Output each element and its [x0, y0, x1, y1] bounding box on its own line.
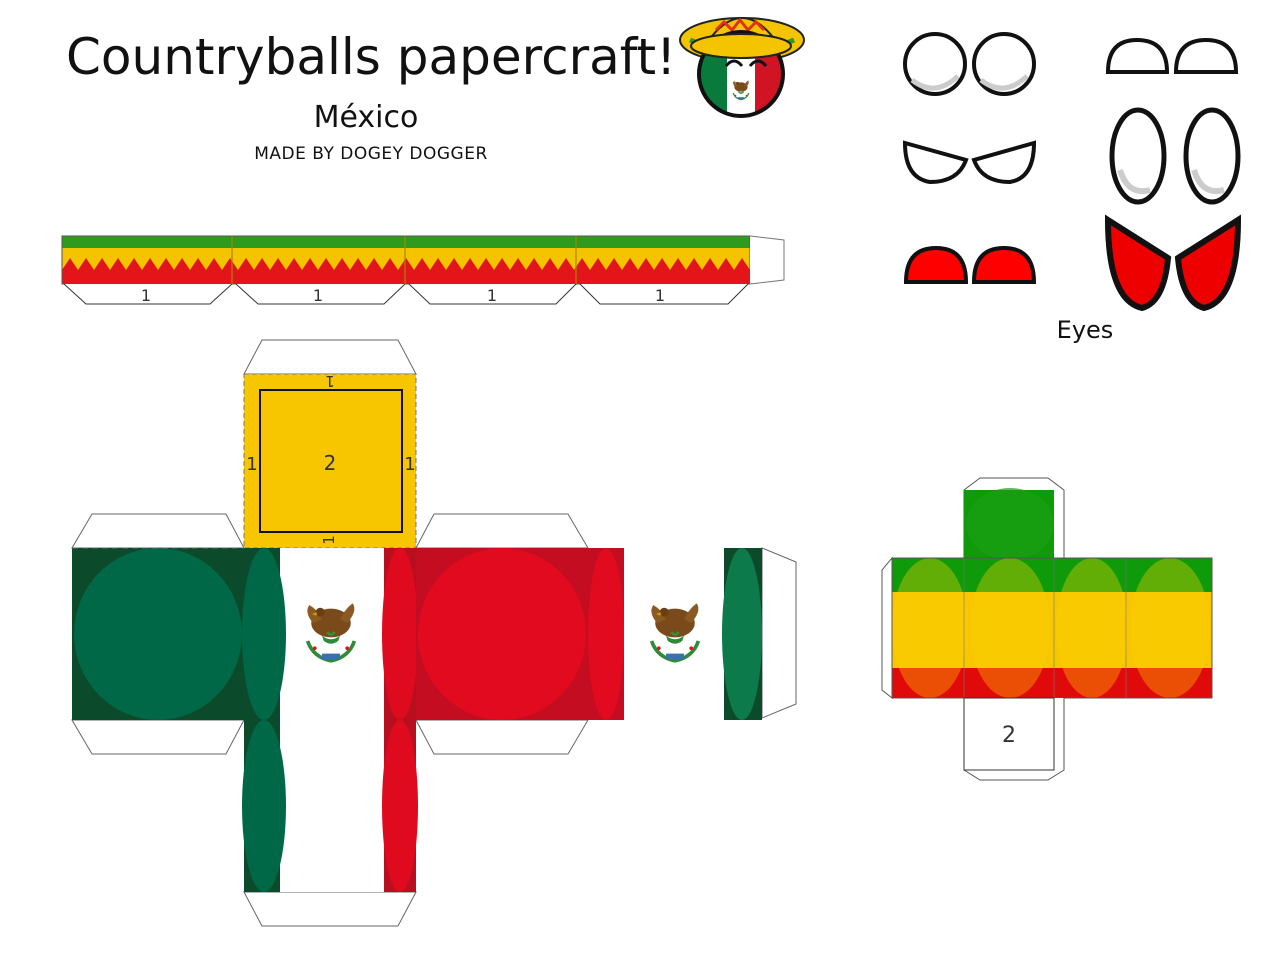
eye-set-oval — [1109, 107, 1241, 205]
credit-line: MADE BY DOGEY DOGGER — [254, 144, 488, 164]
mexico-countryball-icon — [679, 17, 805, 118]
eye-set-red-angry — [1104, 214, 1242, 312]
left-edge-label: 1 — [246, 454, 257, 475]
right-edge-label: 1 — [404, 454, 415, 475]
top-face-label: 2 — [324, 451, 337, 475]
eyes-label: Eyes — [1056, 316, 1114, 344]
small-cube-face-label: 2 — [1002, 723, 1016, 748]
bottom-edge-label: 1 — [320, 535, 338, 545]
eye-set-round — [903, 32, 1036, 96]
hat-cube-net: 2 — [881, 477, 1213, 781]
strip-tab-label: 1 — [141, 286, 151, 305]
country-name: México — [313, 100, 419, 135]
strip-tab-label: 1 — [313, 286, 323, 305]
hat-band-strip: 1 1 1 1 — [61, 235, 785, 305]
eye-set-red-half — [903, 245, 1037, 284]
strip-tab-label: 1 — [487, 286, 497, 305]
eye-set-angry — [902, 140, 1037, 185]
top-edge-label: 1 — [325, 372, 335, 390]
page-title: Countryballs papercraft! — [66, 28, 677, 86]
eye-set-half — [1105, 37, 1239, 74]
flag-cube-net: 2 1 1 1 1 — [71, 339, 797, 927]
strip-tab-label: 1 — [655, 286, 665, 305]
